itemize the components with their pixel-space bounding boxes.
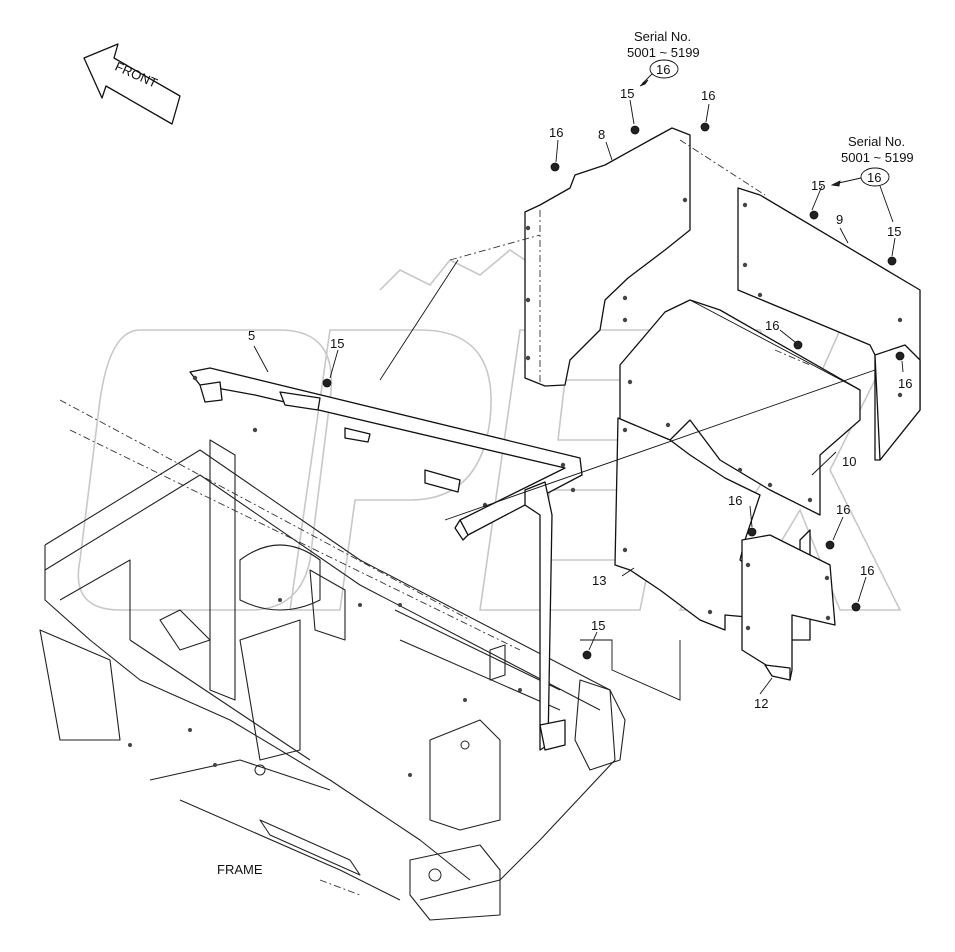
callout-15e: 15 <box>591 618 605 633</box>
cover-part-10: 10 <box>619 299 861 516</box>
serial-note-top-line2: 5001 ~ 5199 <box>627 45 700 60</box>
extension-line-left <box>379 259 459 381</box>
bolts <box>322 122 905 660</box>
callouts-15: 15 15 15 15 15 <box>329 86 901 651</box>
serial-note-right-line1: Serial No. <box>848 134 905 149</box>
serial-note-right: Serial No. 5001 ~ 5199 16 <box>830 134 914 223</box>
callout-16f: 16 <box>836 502 850 517</box>
extension-line <box>444 369 876 521</box>
frame-assembly: FRAME <box>39 399 626 921</box>
front-arrow: FRONT <box>83 43 181 125</box>
plate-part-12: 12 <box>741 534 836 711</box>
callout-15c: 15 <box>887 224 901 239</box>
serial-note-top-part: 16 <box>656 62 670 77</box>
callouts-16: 16 16 16 16 16 16 16 <box>549 88 912 603</box>
callout-5: 5 <box>248 328 255 343</box>
serial-note-top: Serial No. 5001 ~ 5199 16 <box>627 29 700 87</box>
callout-10: 10 <box>842 454 856 469</box>
callout-15b: 15 <box>811 178 825 193</box>
panel-part-8: 8 <box>449 127 766 387</box>
callout-15a: 15 <box>620 86 634 101</box>
callout-16g: 16 <box>860 563 874 578</box>
callout-13: 13 <box>592 573 606 588</box>
serial-note-right-line2: 5001 ~ 5199 <box>841 150 914 165</box>
callout-15d: 15 <box>330 336 344 351</box>
callout-12: 12 <box>754 696 768 711</box>
extension-line-lower <box>580 639 681 701</box>
panel-part-9: 9 <box>737 187 921 461</box>
callout-16c: 16 <box>765 318 779 333</box>
serial-note-top-line1: Serial No. <box>634 29 691 44</box>
callout-9: 9 <box>836 212 843 227</box>
callout-8: 8 <box>598 127 605 142</box>
frame-label: FRAME <box>217 862 263 877</box>
callout-16d: 16 <box>898 376 912 391</box>
serial-note-right-part: 16 <box>867 170 881 185</box>
bracket-part-5: 5 <box>189 328 583 751</box>
callout-16a: 16 <box>701 88 715 103</box>
callout-16b: 16 <box>549 125 563 140</box>
callout-16e: 16 <box>728 493 742 508</box>
